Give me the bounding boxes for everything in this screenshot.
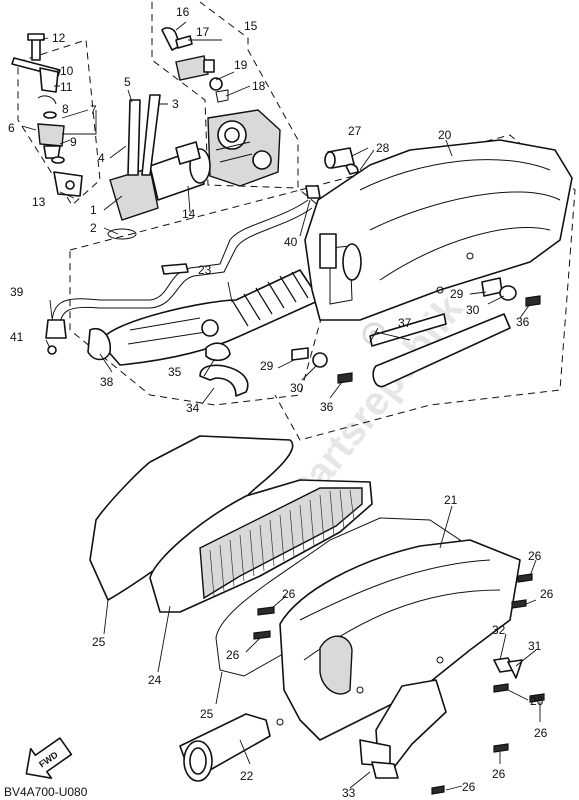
throttle-body xyxy=(207,109,281,187)
callout-36b: 36 xyxy=(320,400,334,414)
callout-19: 19 xyxy=(234,58,248,72)
air-cleaner-cover xyxy=(276,539,521,741)
callout-38: 38 xyxy=(100,375,114,389)
filter-element xyxy=(149,479,373,613)
callout-9: 9 xyxy=(70,135,77,149)
callout-22: 22 xyxy=(240,769,254,783)
callout-13: 13 xyxy=(32,195,46,209)
callout-36a: 36 xyxy=(516,315,530,329)
side-duct xyxy=(359,679,447,779)
callout-31: 31 xyxy=(528,639,542,653)
callout-34: 34 xyxy=(186,401,200,415)
intake-duct xyxy=(87,269,321,397)
callout-32: 32 xyxy=(492,623,506,637)
callout-labels: 12 10 11 8 7 6 9 13 5 3 4 1 2 14 16 15 1… xyxy=(8,5,554,800)
callout-35: 35 xyxy=(168,365,182,379)
leader-lines xyxy=(21,21,541,791)
callout-2: 2 xyxy=(90,221,97,235)
airbox-group-outline xyxy=(274,134,576,441)
callout-39: 39 xyxy=(10,285,24,299)
callout-40: 40 xyxy=(284,235,298,249)
callout-4: 4 xyxy=(98,151,105,165)
callout-6: 6 xyxy=(8,121,15,135)
callout-17: 17 xyxy=(196,25,210,39)
callout-8: 8 xyxy=(62,102,69,116)
callout-26f: 26 xyxy=(534,726,548,740)
air-cleaner-case xyxy=(304,139,573,321)
callout-10: 10 xyxy=(60,64,74,78)
callout-26h: 26 xyxy=(462,780,476,794)
throttle-sensor-parts xyxy=(161,27,229,103)
callout-37: 37 xyxy=(398,316,412,330)
callout-20: 20 xyxy=(438,128,452,142)
callout-21: 21 xyxy=(444,493,458,507)
callout-7: 7 xyxy=(90,103,97,117)
intake-joint xyxy=(107,94,211,240)
callout-28: 28 xyxy=(376,141,390,155)
callout-29b: 29 xyxy=(260,359,274,373)
callout-12: 12 xyxy=(52,31,66,45)
callout-26c: 26 xyxy=(528,549,542,563)
callout-23: 23 xyxy=(198,263,212,277)
callout-1: 1 xyxy=(90,203,97,217)
callout-18: 18 xyxy=(252,79,266,93)
callout-26b: 26 xyxy=(226,648,240,662)
callout-25b: 25 xyxy=(200,707,214,721)
callout-26a: 26 xyxy=(282,587,296,601)
intake-funnel xyxy=(179,713,271,782)
throttle-body-group-outline xyxy=(151,1,299,189)
callout-41: 41 xyxy=(10,330,24,344)
callout-16: 16 xyxy=(176,5,190,19)
callout-24: 24 xyxy=(148,673,162,687)
callout-30a: 30 xyxy=(466,303,480,317)
breather-hose xyxy=(45,185,321,355)
callout-14: 14 xyxy=(182,207,196,221)
callout-25a: 25 xyxy=(92,635,106,649)
fwd-arrow-icon: FWD xyxy=(25,737,73,779)
cover-screws xyxy=(253,573,545,795)
callout-26g: 26 xyxy=(492,767,506,781)
fuel-injector-assembly xyxy=(11,33,83,197)
callout-15: 15 xyxy=(244,19,258,33)
callout-5: 5 xyxy=(124,75,131,89)
callout-26e: 26 xyxy=(530,694,544,708)
callout-29a: 29 xyxy=(450,287,464,301)
catalog-code: BV4A700-U080 xyxy=(4,785,88,799)
callout-3: 3 xyxy=(172,97,179,111)
callout-27: 27 xyxy=(348,124,362,138)
callout-33: 33 xyxy=(342,786,356,800)
callout-30b: 30 xyxy=(290,381,304,395)
callout-26d: 26 xyxy=(540,587,554,601)
case-fittings xyxy=(291,147,541,388)
callout-11: 11 xyxy=(60,80,73,94)
injector-group-outline xyxy=(17,39,101,206)
